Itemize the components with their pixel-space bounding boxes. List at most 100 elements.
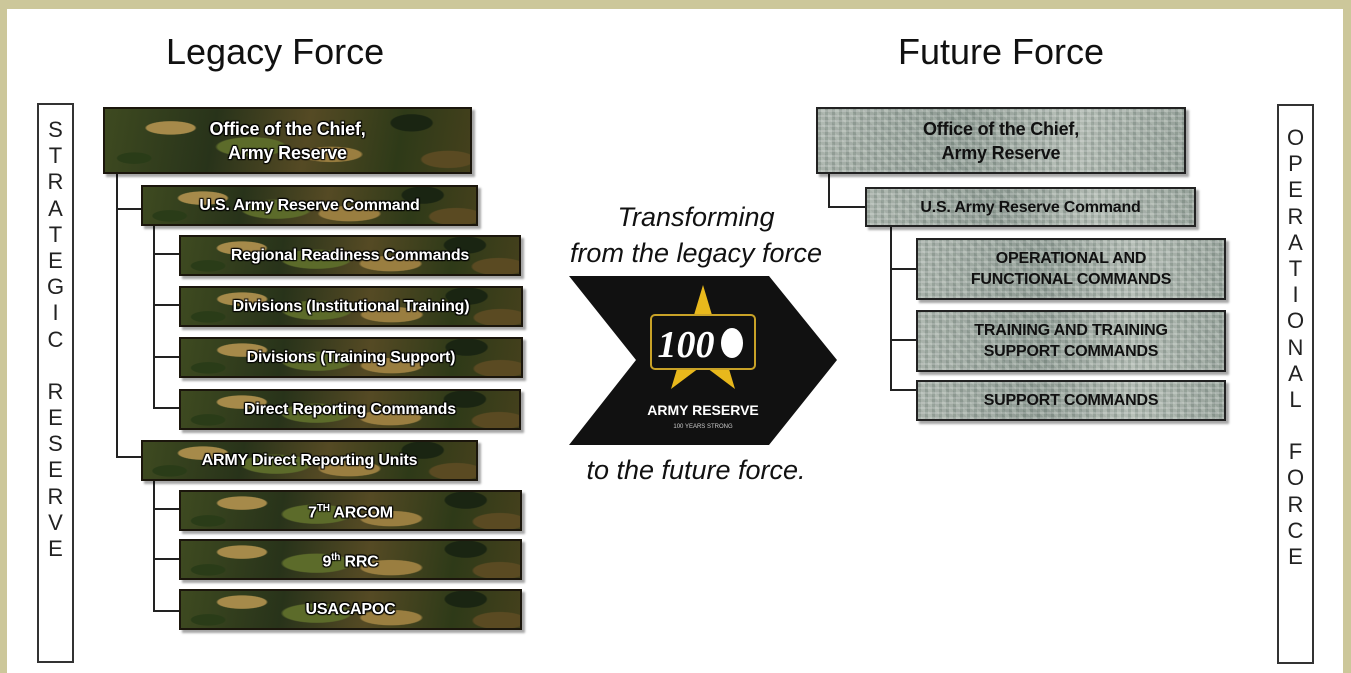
strategic-reserve-letter: T [48, 221, 63, 247]
training-line2: SUPPORT COMMANDS [983, 343, 1159, 360]
future-usarc-branch-line [890, 227, 892, 390]
legacy-usarc-box: U.S. Army Reserve Command [141, 185, 478, 226]
legacy-office-line1: Office of the Chief, [209, 118, 366, 139]
transform-arrow-graphic: 100 ARMY RESERVE 100 YEARS STRONG [569, 276, 837, 445]
connector-div-inst [153, 304, 180, 306]
operational-force-letter: L [1289, 386, 1302, 412]
strategic-reserve-letter: E [48, 457, 63, 483]
connector-support [890, 389, 917, 391]
strategic-reserve-letter: E [48, 536, 63, 561]
op-func-line2: FUNCTIONAL COMMANDS [970, 271, 1172, 288]
strategic-reserve-letter: R [47, 169, 64, 195]
operational-force-letter: C [1287, 517, 1304, 543]
strategic-reserve-letter [39, 353, 72, 379]
strategic-reserve-letter: V [48, 509, 63, 535]
strategic-reserve-letter: E [48, 247, 63, 273]
operational-force-letter: R [1287, 203, 1304, 229]
arcom-label: 7TH ARCOM [308, 502, 393, 522]
op-func-line1: OPERATIONAL AND [995, 250, 1147, 267]
strategic-reserve-letter: A [48, 195, 63, 221]
support-commands-label: SUPPORT COMMANDS [983, 392, 1159, 409]
training-line1: TRAINING AND TRAINING [974, 322, 1168, 339]
future-connector-usarc [828, 206, 866, 208]
connector-div-ts [153, 356, 180, 358]
legacy-usarc-label: U.S. Army Reserve Command [199, 197, 420, 214]
divisions-training-support-label: Divisions (Training Support) [246, 349, 456, 366]
connector-9rrc [153, 558, 180, 560]
operational-force-letter: F [1288, 439, 1303, 465]
eagle-head-icon [721, 328, 743, 358]
operational-force-letter: A [1288, 229, 1303, 255]
operational-force-letter: O [1286, 125, 1305, 150]
strategic-reserve-letter: R [47, 483, 64, 509]
connector-usacapoc [153, 610, 180, 612]
strategic-reserve-letter: R [47, 378, 64, 404]
future-office-chief-box: Office of the Chief, Army Reserve [816, 107, 1186, 174]
connector-rrc [153, 253, 180, 255]
rrc-box: Regional Readiness Commands [179, 235, 521, 276]
legacy-trunk-line [116, 174, 118, 457]
legacy-office-line2: Army Reserve [228, 142, 347, 163]
strategic-reserve-letter: S [48, 117, 63, 142]
operational-force-letter [1279, 413, 1312, 439]
army-dru-box: ARMY Direct Reporting Units [141, 440, 478, 481]
future-usarc-label: U.S. Army Reserve Command [920, 198, 1141, 216]
strategic-reserve-letter: E [48, 405, 63, 431]
operational-force-letter: O [1286, 308, 1305, 334]
9th-rrc-box: 9th RRC [179, 539, 522, 580]
operational-force-letter: A [1288, 360, 1303, 386]
future-office-line2: Army Reserve [941, 142, 1061, 163]
direct-reporting-commands-label: Direct Reporting Commands [244, 401, 456, 418]
usarc-branch-line [153, 226, 155, 408]
legacy-office-chief-box: Office of the Chief, Army Reserve [103, 107, 472, 174]
usacapoc-box: USACAPOC [179, 589, 522, 630]
arcom-box: 7TH ARCOM [179, 490, 522, 531]
frame-border-top [0, 0, 1351, 9]
army-dru-label: ARMY Direct Reporting Units [201, 452, 418, 469]
training-support-commands-box: TRAINING AND TRAINING SUPPORT COMMANDS [916, 310, 1226, 372]
transform-text-line2: from the legacy force [569, 238, 823, 268]
operational-force-letter: E [1288, 177, 1303, 203]
divisions-institutional-box: Divisions (Institutional Training) [179, 286, 523, 327]
strategic-reserve-letter: S [48, 431, 63, 457]
divisions-institutional-label: Divisions (Institutional Training) [232, 298, 470, 315]
transform-text-line3: to the future force. [586, 455, 806, 485]
future-trunk-line [828, 174, 830, 208]
logo-subtext: 100 YEARS STRONG [673, 424, 733, 430]
future-office-line1: Office of the Chief, [922, 118, 1079, 139]
operational-force-letter: O [1286, 465, 1305, 491]
frame-border-right [1343, 0, 1351, 673]
connector-arcom [153, 508, 180, 510]
rrc-label: Regional Readiness Commands [230, 247, 470, 264]
future-usarc-box: U.S. Army Reserve Command [865, 187, 1196, 227]
connector-drc [153, 407, 180, 409]
strategic-reserve-letter: G [46, 274, 65, 300]
future-force-heading: Future Force [898, 31, 1105, 72]
strategic-reserve-letter: C [47, 326, 64, 352]
strategic-reserve-letter: I [52, 300, 59, 326]
operational-force-letter: I [1292, 282, 1299, 308]
divisions-training-support-box: Divisions (Training Support) [179, 337, 523, 378]
operational-functional-box: OPERATIONAL AND FUNCTIONAL COMMANDS [916, 238, 1226, 300]
frame-border-left [0, 0, 7, 673]
support-commands-box: SUPPORT COMMANDS [916, 380, 1226, 421]
legacy-connector-dru [116, 456, 142, 458]
transform-text-line1: Transforming [617, 202, 775, 232]
connector-op-func [890, 268, 917, 270]
operational-force-letter: N [1287, 334, 1304, 360]
operational-force-letter: R [1287, 491, 1304, 517]
legacy-connector-usarc [116, 208, 142, 210]
operational-force-letter: E [1288, 544, 1303, 569]
connector-training [890, 339, 917, 341]
logo-number: 100 [658, 324, 715, 366]
operational-force-letter: P [1288, 151, 1303, 177]
direct-reporting-commands-box: Direct Reporting Commands [179, 389, 521, 430]
operational-force-letter: T [1288, 255, 1303, 281]
usacapoc-label: USACAPOC [305, 601, 396, 618]
strategic-reserve-letter: T [48, 143, 63, 169]
